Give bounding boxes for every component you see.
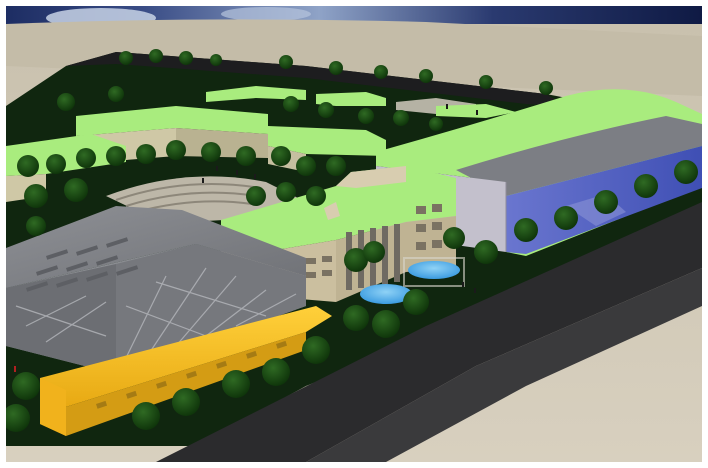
render-scene	[6, 6, 702, 462]
road	[156, 202, 702, 462]
people	[14, 104, 478, 372]
sports-hall-left	[6, 206, 306, 374]
yellow-wing	[40, 306, 332, 436]
campus-render	[6, 6, 702, 462]
sports-hall-right	[376, 89, 702, 257]
pools	[360, 257, 465, 304]
trees	[6, 49, 698, 432]
